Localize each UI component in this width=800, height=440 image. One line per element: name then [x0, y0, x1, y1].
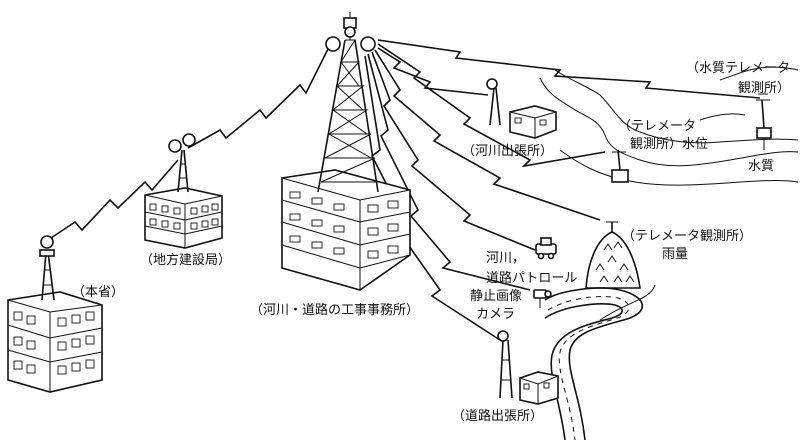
- label-suishitsu: 水質: [748, 159, 774, 174]
- office-building: [282, 170, 410, 290]
- chiho-antenna: [169, 134, 195, 192]
- label-uryo-line2: 雨量: [662, 247, 688, 262]
- link-chiho-office: [188, 45, 330, 148]
- label-kasen-shutchojo: （河川出張所）: [462, 144, 553, 159]
- honsho-building: [8, 292, 102, 392]
- label-suii-line2: 観測所）水位: [630, 137, 708, 152]
- honsho-antenna: [40, 236, 54, 300]
- label-doro-shutchojo: （道路出張所）: [452, 408, 543, 424]
- label-jimusho: （河川・道路の工事事務所）: [250, 302, 419, 318]
- label-suishitsu-line1: （水質テレメータ: [686, 61, 790, 76]
- label-suishitsu-line2: 観測所）: [738, 81, 790, 96]
- winding-road: [545, 285, 655, 440]
- main-tower: [318, 12, 378, 192]
- doro-shutchojo: [498, 331, 558, 404]
- label-uryo-line1: （テレメータ観測所）: [622, 229, 752, 244]
- label-suii-line1: （テレメータ: [618, 119, 696, 134]
- still-camera: [534, 290, 551, 308]
- label-chiho: （地方建設局）: [140, 252, 231, 268]
- label-camera-line1: 静止画像: [470, 289, 522, 304]
- label-camera-line2: カメラ: [476, 307, 515, 322]
- patrol-car: [536, 238, 556, 259]
- label-patrol-line1: 河川，: [486, 251, 525, 266]
- label-honsho: （本省）: [72, 285, 124, 300]
- suishitsu-station: [756, 94, 771, 150]
- chiho-building: [145, 188, 222, 248]
- label-patrol-line2: 道路パトロール: [486, 270, 577, 286]
